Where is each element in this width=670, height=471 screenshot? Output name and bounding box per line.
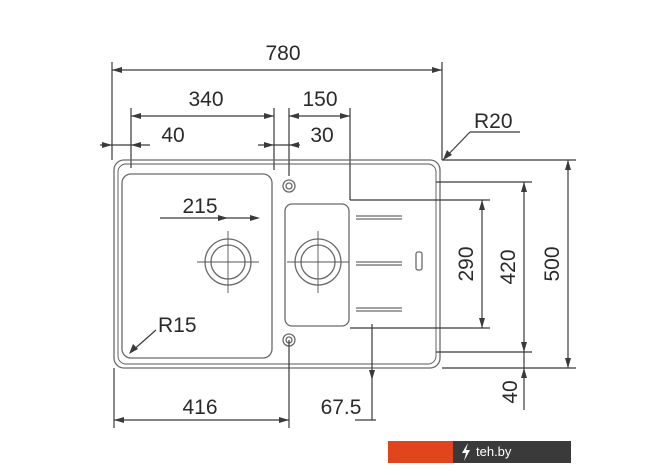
- dim-bowl-depth: 290: [350, 199, 490, 329]
- dim-corner-radius-outer: R20: [442, 110, 520, 161]
- dim-overall-width-label: 780: [265, 42, 300, 65]
- brand-badge[interactable]: teh.by: [453, 441, 571, 463]
- dim-overall-width: 780: [111, 42, 443, 160]
- dim-front-edge-label: 40: [499, 380, 522, 403]
- dim-inner-radius-label: R15: [158, 314, 197, 337]
- dim-drain-offset: 67.5: [321, 324, 376, 421]
- dim-right-offset-small-label: 30: [310, 124, 333, 147]
- dim-inner-depth-label: 420: [497, 249, 520, 284]
- sink-outline: [113, 159, 441, 369]
- dim-drain-spacing-label: 215: [182, 195, 217, 218]
- right-bowl: [284, 203, 350, 327]
- dim-left-bowl-offset-label: 340: [188, 88, 223, 111]
- dim-left-offset-small: 40: [100, 124, 185, 148]
- dim-drain-offset-label: 67.5: [321, 396, 362, 419]
- dim-inner-depth: 420: [436, 181, 532, 353]
- dim-front-edge: 40: [499, 352, 527, 410]
- dim-overall-depth-label: 500: [541, 246, 564, 281]
- drain-left: [197, 231, 259, 293]
- dim-right-bowl-width: 150: [288, 88, 351, 200]
- brand-site-label: teh.by: [476, 444, 512, 459]
- dim-inner-radius: R15: [129, 314, 197, 354]
- dim-bowl-depth-label: 290: [455, 246, 478, 281]
- drain-right: [287, 231, 349, 293]
- dim-left-bowl-offset: 340: [130, 88, 275, 170]
- dim-right-bowl-width-label: 150: [302, 88, 337, 111]
- dim-corner-radius-outer-label: R20: [474, 110, 513, 133]
- lightning-bolt-icon: [459, 441, 473, 463]
- dim-left-bowl-width-label: 416: [182, 396, 217, 419]
- tap-hole-top: [282, 179, 296, 193]
- dim-left-offset-small-label: 40: [161, 124, 184, 147]
- left-bowl: [121, 173, 273, 359]
- dim-drain-spacing: 215: [160, 195, 260, 221]
- dim-left-bowl-width: 416: [113, 340, 290, 428]
- dim-overall-depth: 500: [442, 159, 576, 369]
- dim-right-offset-small: 30: [258, 124, 334, 148]
